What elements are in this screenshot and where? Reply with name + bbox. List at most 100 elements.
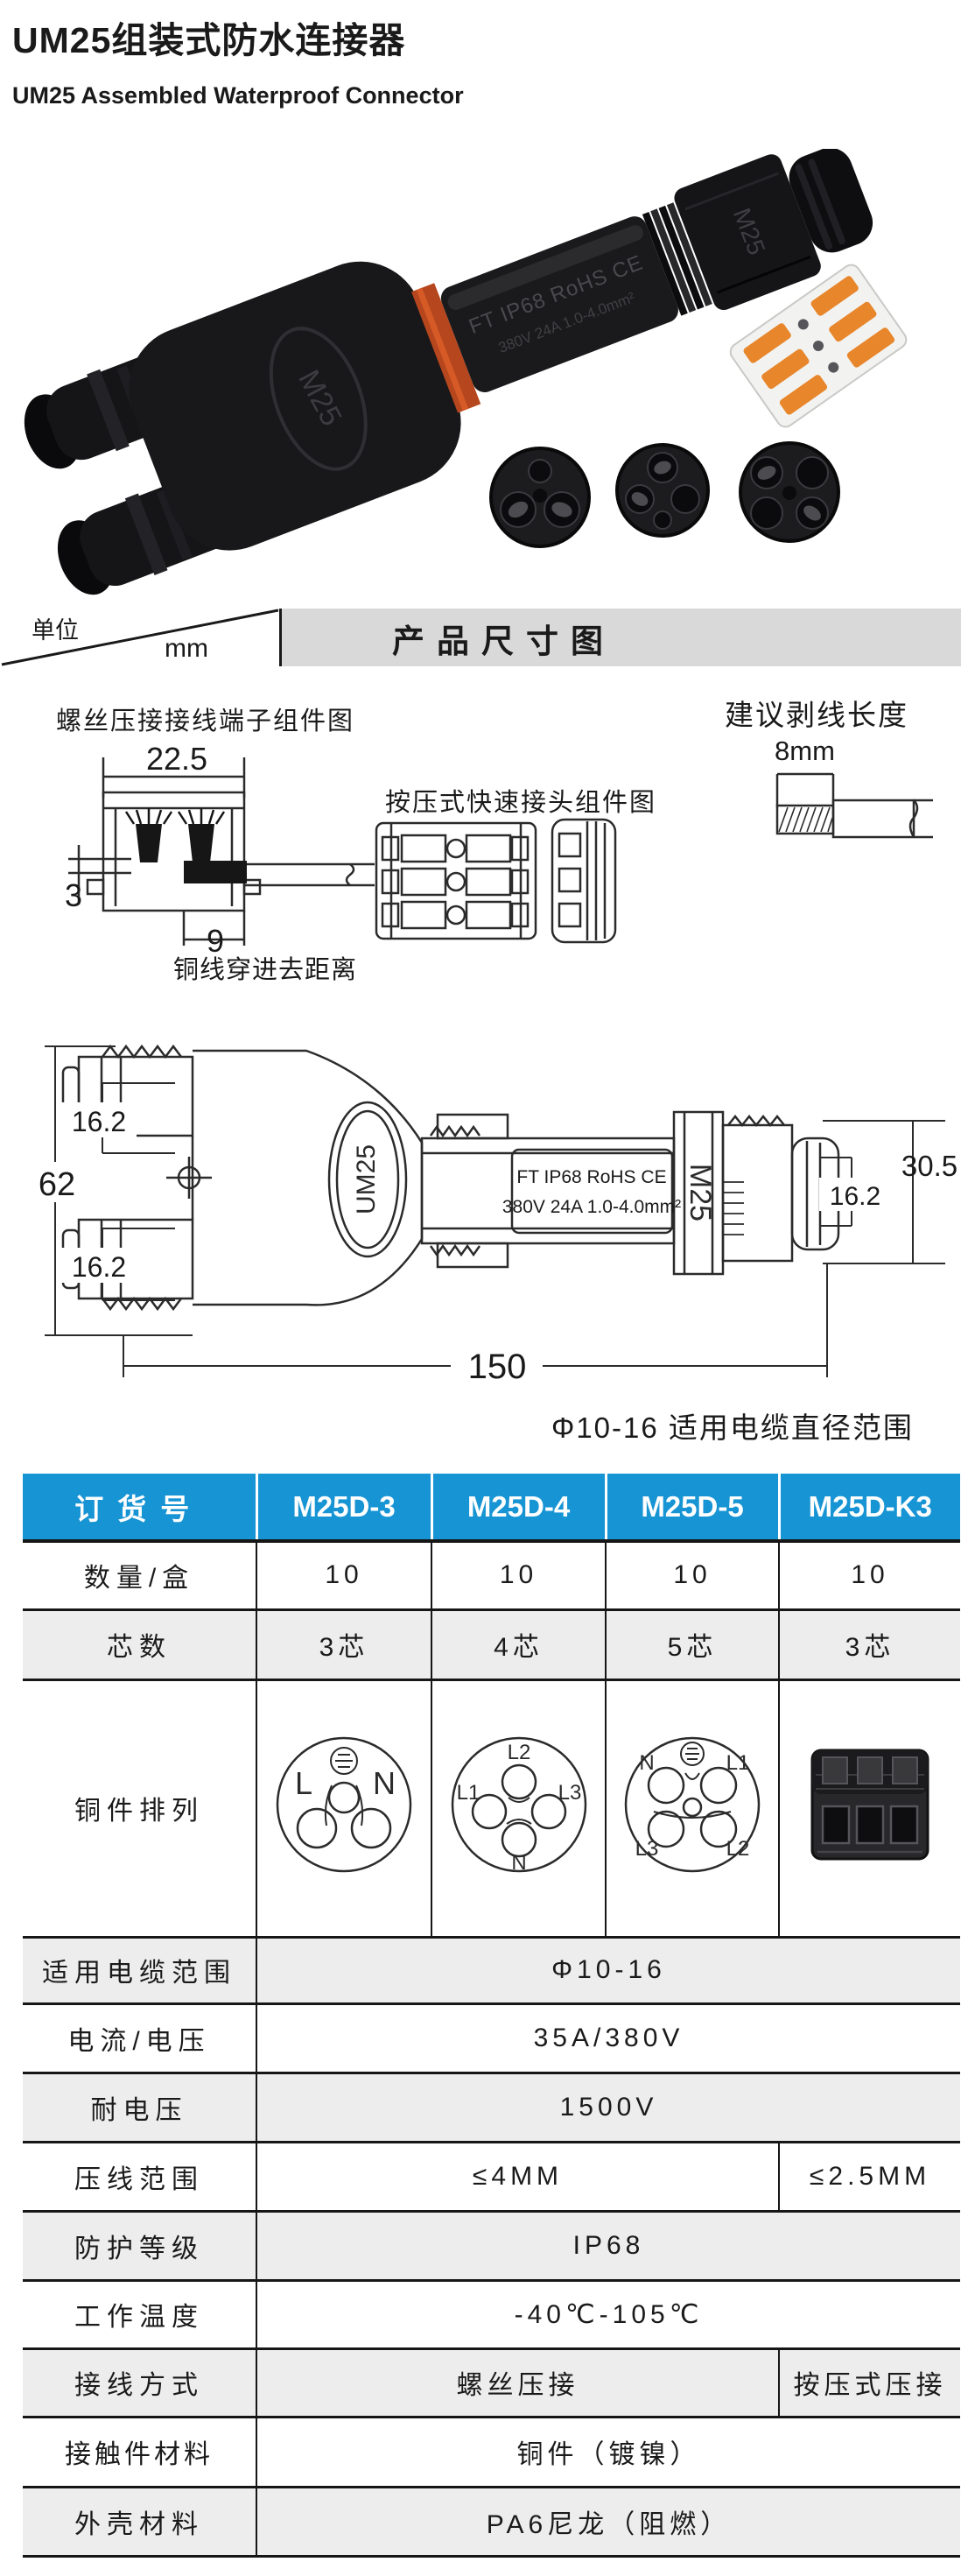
pin-label-n: N [511, 1851, 526, 1875]
qty-m25d3: 10 [256, 1539, 432, 1609]
row-protection: 防护等级 IP68 [23, 2209, 960, 2280]
row-termination: 接线方式 螺丝压接 按压式压接 [23, 2347, 960, 2417]
push-in-title: 按压式快速接头组件图 [385, 789, 657, 817]
row-wire-range-label: 压线范围 [23, 2140, 257, 2211]
pin-label-l3: L3 [558, 1781, 581, 1805]
row-current-label: 电流/电压 [23, 2002, 257, 2073]
pin-label-l1: L1 [726, 1751, 750, 1775]
row-withstand-label: 耐电压 [23, 2071, 257, 2142]
row-cable-range-label: 适用电缆范围 [23, 1935, 257, 2003]
row-copper-label: 铜件排列 [23, 1678, 257, 1937]
row-termination-label: 接线方式 [23, 2347, 257, 2417]
qty-m25dk3: 10 [779, 1539, 960, 1609]
dim-30-5: 30.5 [901, 1150, 957, 1182]
product-photo: M25 FT IP68 RoHS CE 380V 24A 1.0-4.0mm² … [24, 149, 908, 595]
push-in-drawing [375, 818, 617, 944]
unit-value: mm [165, 634, 208, 663]
row-temperature-label: 工作温度 [23, 2278, 257, 2348]
header-m25d-4: M25D-4 [430, 1474, 606, 1543]
row-qty-label: 数量/盒 [23, 1539, 257, 1609]
current-value: 35A/380V [256, 2002, 960, 2073]
strip-length-title: 建议剥线长度 [725, 699, 908, 731]
outline-coupling-label: M25 [684, 1164, 717, 1221]
header-m25d-3: M25D-3 [255, 1474, 431, 1543]
cable-range-value: Φ10-16 [256, 1935, 960, 2003]
pin-label-n: N [373, 1765, 396, 1801]
outline-drawing: 62 16.2 16.2 30.5 16.2 150 UM25 M25 FT I… [35, 1044, 957, 1386]
contact-value: 铜件（镀镍） [256, 2415, 960, 2487]
connector-body: M25 FT IP68 RoHS CE 380V 24A 1.0-4.0mm² … [24, 149, 873, 595]
insert-5pin [739, 441, 840, 543]
dim-9: 9 [207, 923, 224, 954]
header-m25d-5: M25D-5 [604, 1474, 779, 1543]
dim-150: 150 [468, 1348, 527, 1386]
header-order-no: 订货号 [23, 1474, 256, 1543]
copper-diagram-k3-block [810, 1749, 929, 1861]
protection-value: IP68 [256, 2209, 960, 2280]
dim-16-2-top: 16.2 [72, 1106, 126, 1137]
pin-label-n: N [639, 1751, 654, 1775]
copper-diagram-4pin: L2 L1 L3 N [451, 1736, 586, 1875]
wire-insert-note: 铜线穿进去距离 [173, 956, 358, 984]
row-protection-label: 防护等级 [23, 2209, 257, 2280]
row-housing: 外壳材料 PA6尼龙（阻燃） [23, 2485, 960, 2558]
outline-body-label: UM25 [352, 1144, 381, 1214]
housing-value: PA6尼龙（阻燃） [256, 2485, 960, 2558]
row-temperature: 工作温度 -40℃-105℃ [23, 2278, 960, 2348]
page-title: UM25组装式防水连接器 [12, 20, 406, 60]
row-cores: 芯数 3芯 4芯 5芯 3芯 [23, 1608, 960, 1679]
termination-push: 按压式压接 [779, 2347, 960, 2417]
strip-length-drawing [775, 772, 933, 839]
row-copper: 铜件排列 L N [23, 1678, 960, 1937]
terminal-block-photo [729, 264, 908, 428]
cable-range-note: Φ10-16 适用电缆直径范围 [551, 1411, 914, 1444]
dim-22-5: 22.5 [146, 741, 207, 777]
termination-screw: 螺丝压接 [256, 2347, 780, 2417]
screw-glyphs [124, 808, 247, 883]
qty-m25d4: 10 [431, 1539, 607, 1609]
strip-length-value: 8mm [775, 735, 835, 766]
pin-label-l1: L1 [456, 1781, 480, 1805]
dim-3: 3 [65, 877, 82, 913]
cores-m25d4: 4芯 [431, 1608, 607, 1679]
dim-62: 62 [39, 1166, 75, 1203]
row-cores-label: 芯数 [23, 1608, 257, 1679]
row-cable-range: 适用电缆范围 Φ10-16 [23, 1935, 960, 2003]
spec-table: 订货号 M25D-3 M25D-4 M25D-5 M25D-K3 数量/盒 10… [23, 1474, 960, 2558]
ribbed-section [642, 202, 712, 316]
table-header-row: 订货号 M25D-3 M25D-4 M25D-5 M25D-K3 [23, 1474, 960, 1543]
screw-terminal-title: 螺丝压接接线端子组件图 [56, 707, 355, 735]
pin-label-l2: L2 [507, 1741, 530, 1764]
row-wire-range: 压线范围 ≤4MM ≤2.5MM [23, 2140, 960, 2211]
page-subtitle: UM25 Assembled Waterproof Connector [12, 82, 464, 109]
outline-marking-line2: 380V 24A 1.0-4.0mm² [502, 1197, 681, 1217]
row-current: 电流/电压 35A/380V [23, 2002, 960, 2073]
cores-m25dk3: 3芯 [779, 1608, 960, 1679]
unit-box-diagonal [1, 609, 279, 666]
outline-marking-line1: FT IP68 RoHS CE [516, 1167, 666, 1187]
row-housing-label: 外壳材料 [23, 2485, 257, 2558]
wire-range-push: ≤2.5MM [779, 2140, 960, 2211]
pin-label-l2: L2 [726, 1837, 750, 1861]
insert-4pin [615, 443, 710, 538]
hatch-pattern [778, 806, 833, 833]
cores-m25d3: 3芯 [256, 1608, 432, 1679]
withstand-value: 1500V [256, 2071, 960, 2142]
insert-3pin [489, 447, 591, 548]
copper-diagram-5pin: N L1 L3 L2 [624, 1736, 761, 1873]
temperature-value: -40℃-105℃ [256, 2278, 960, 2348]
qty-m25d5: 10 [606, 1539, 780, 1609]
section-title: 产品尺寸图 [392, 623, 615, 659]
row-withstand: 耐电压 1500V [23, 2071, 960, 2142]
pin-label-l3: L3 [635, 1837, 659, 1861]
dimension-lines [45, 1045, 945, 1377]
pin-label-l: L [295, 1765, 312, 1801]
header-m25d-k3: M25D-K3 [777, 1474, 960, 1543]
wire-range-screw: ≤4MM [256, 2140, 780, 2211]
dim-16-2-bottom: 16.2 [72, 1251, 126, 1283]
copper-diagram-3pin: L N [276, 1736, 412, 1873]
row-contact: 接触件材料 铜件（镀镍） [23, 2415, 960, 2487]
unit-label: 单位 [32, 617, 79, 644]
row-qty: 数量/盒 10 10 10 10 [23, 1539, 960, 1609]
